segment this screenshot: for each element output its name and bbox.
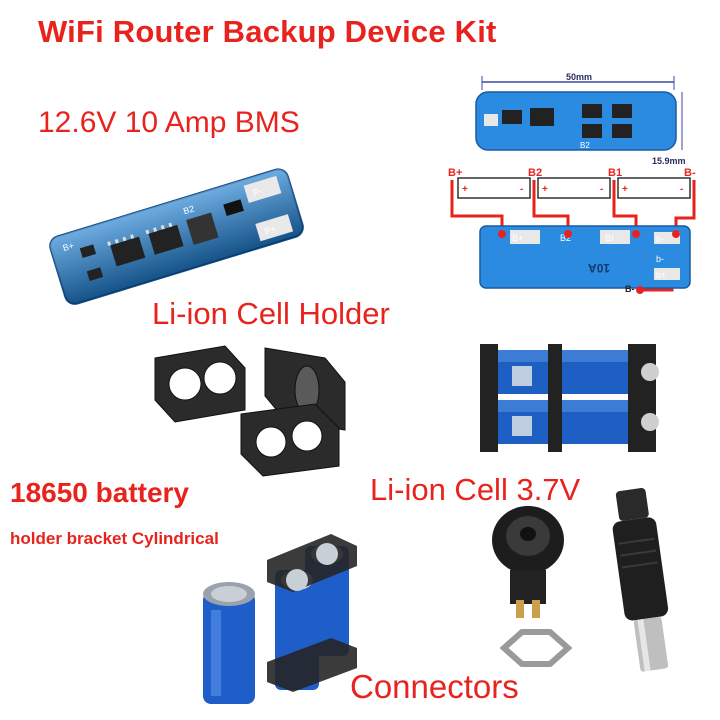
svg-text:B2: B2 (182, 203, 195, 216)
bms-dimension-diagram: 50mm B2 15.9mm (475, 72, 686, 166)
pad-b2: B2 (560, 233, 571, 243)
width-dimension: 50mm (566, 72, 592, 82)
svg-text:+: + (462, 184, 468, 195)
terminal-b1: B1 (608, 168, 622, 179)
terminal-b-minus: B- (684, 168, 696, 179)
pad-b-plus: B+ (512, 233, 523, 243)
connectors-image (492, 488, 669, 672)
svg-text:-: - (520, 184, 523, 195)
pad-b-plus-2: b+ (656, 270, 666, 280)
pad-b1: BI (605, 233, 614, 243)
svg-text:B2: B2 (580, 141, 590, 150)
svg-text:P+: P+ (263, 223, 277, 236)
board-marking: 10A (588, 261, 610, 275)
pad-b-minus-3: B- (625, 284, 635, 294)
svg-text:P-: P- (252, 186, 264, 198)
bracket-label: holder bracket Cylindrical (10, 529, 219, 548)
height-dimension: 15.9mm (652, 156, 686, 166)
svg-text:B+: B+ (62, 240, 76, 253)
battery-label: 18650 battery (10, 477, 190, 508)
cell-label: Li-ion Cell 3.7V (370, 472, 581, 507)
cell-holder-label: Li-ion Cell Holder (152, 296, 390, 331)
terminal-b2: B2 (528, 168, 542, 179)
connectors-label: Connectors (350, 668, 519, 705)
bms-label: 12.6V 10 Amp BMS (38, 106, 300, 139)
bms-board-image: B+ B2 P- P+ (49, 168, 304, 305)
svg-text:-: - (600, 184, 603, 195)
svg-text:+: + (622, 184, 628, 195)
svg-text:+: + (542, 184, 548, 195)
bms-wiring-diagram: + - + - + - B+ B2 B1 B- B+ B2 BI b- b- B… (448, 168, 696, 294)
page-title: WiFi Router Backup Device Kit (38, 14, 497, 49)
svg-text:-: - (680, 184, 683, 195)
li-ion-cells-image (480, 344, 659, 452)
pad-b-minus-1: b- (656, 234, 664, 244)
terminal-b-plus: B+ (448, 168, 462, 179)
cell-holder-image (154, 345, 346, 477)
battery-bracket-image (203, 534, 357, 704)
pad-b-minus-2: b- (656, 254, 664, 264)
